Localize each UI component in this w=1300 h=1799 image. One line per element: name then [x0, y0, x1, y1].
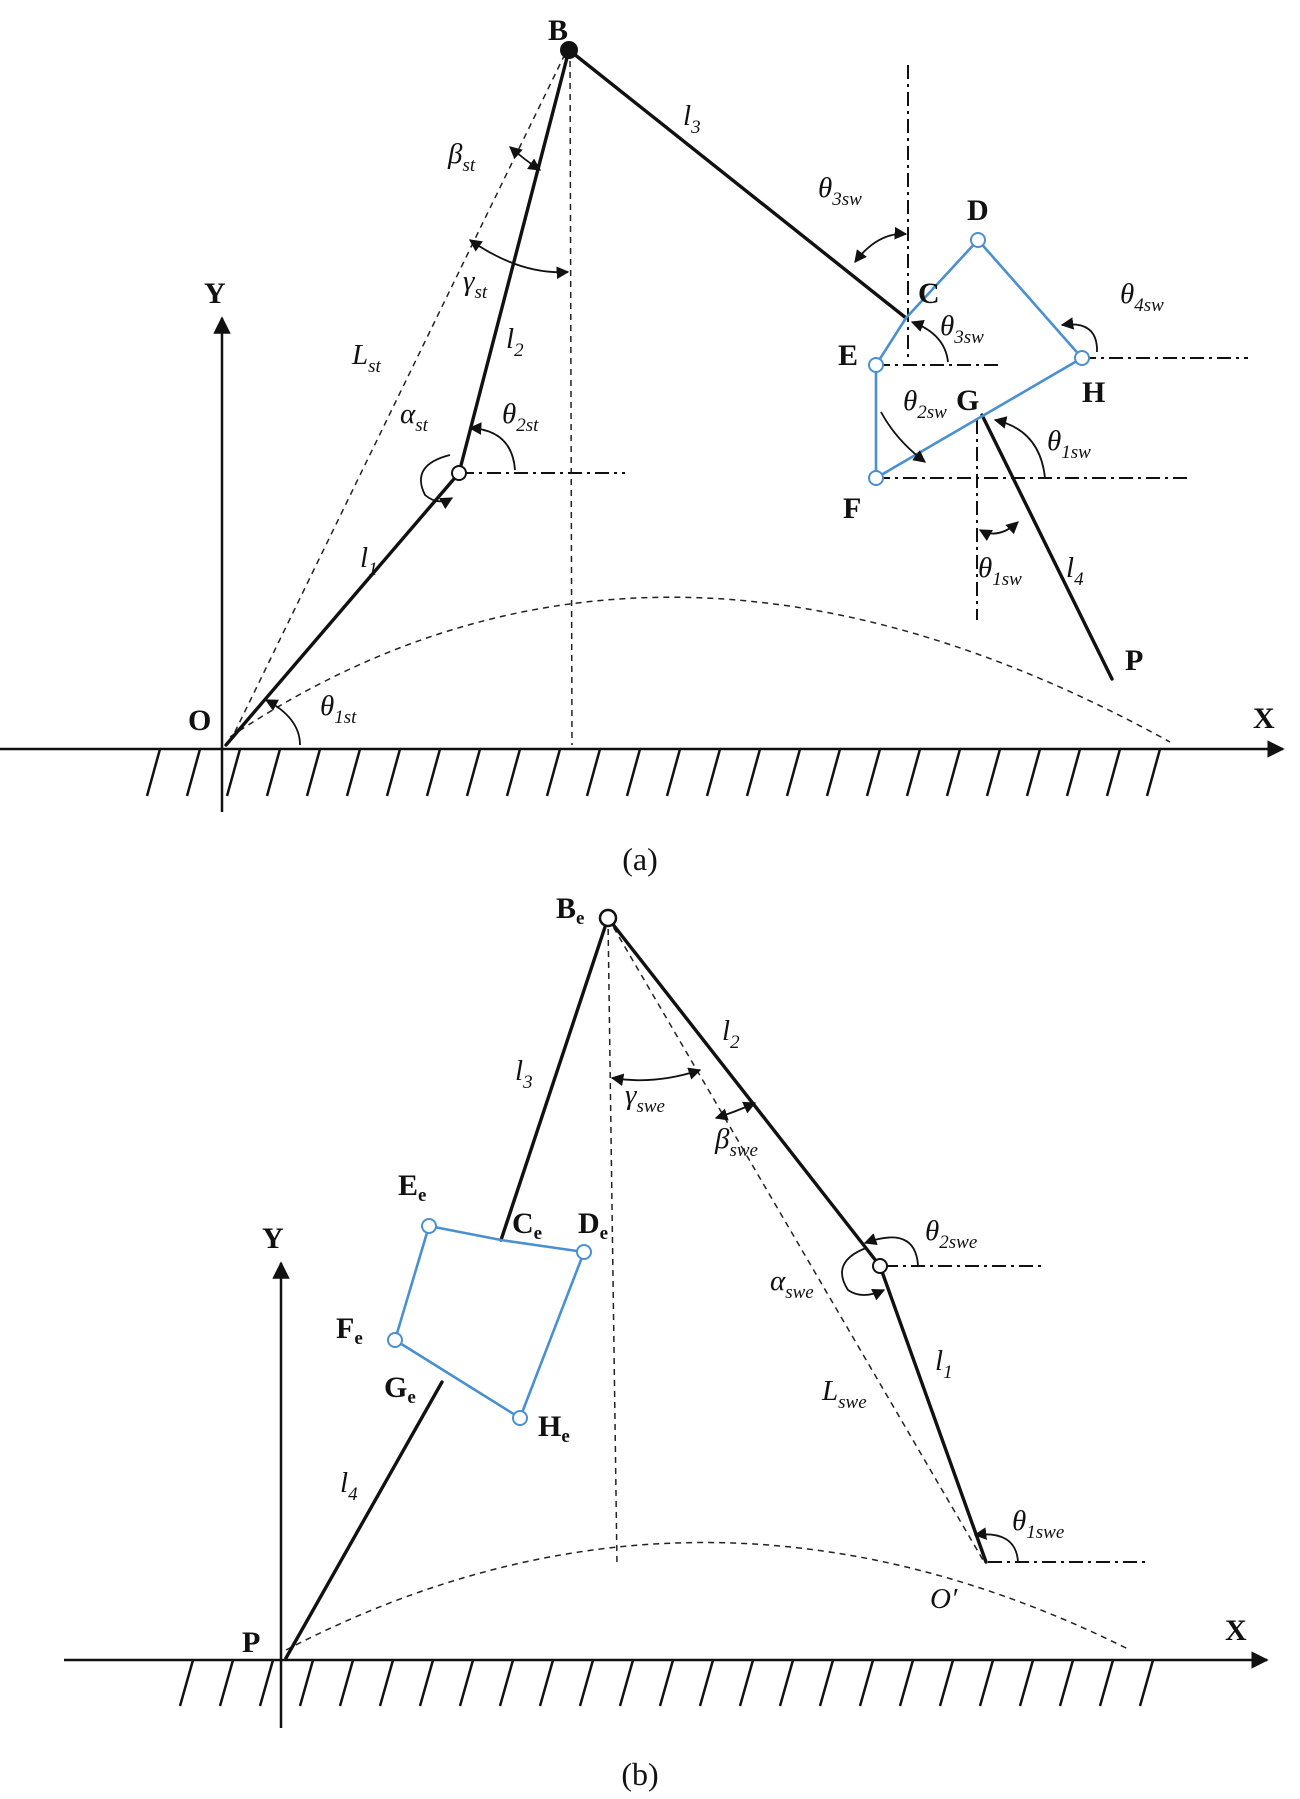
label-he: He: [538, 1410, 570, 1447]
link-l3-a: [567, 48, 908, 320]
joint-ee: [421, 1218, 437, 1234]
symbol-gamma-st: γst: [463, 265, 488, 303]
caption-a: (a): [622, 841, 658, 877]
symbol-theta-3sw-upper: θ3sw: [818, 172, 862, 210]
ground-hatching-a: [145, 748, 1162, 797]
label-b: B: [548, 14, 568, 47]
joint-knee-b: [872, 1258, 888, 1274]
symbol-beta-st: βst: [447, 138, 476, 176]
label-ce: Ce: [512, 1207, 542, 1244]
symbol-l4-a: l4: [1066, 552, 1084, 590]
symbol-theta-1swe: θ1swe: [1012, 1505, 1064, 1543]
label-x-a: X: [1253, 702, 1275, 735]
symbol-theta-3sw-lower: θ3sw: [940, 310, 984, 348]
label-o-prime: O′: [930, 1583, 958, 1615]
link-l2-b: [606, 916, 882, 1268]
symbol-lst: Lst: [351, 339, 382, 377]
joint-f: [868, 470, 884, 486]
ground-hatching-b: [178, 1659, 1155, 1707]
label-y-a: Y: [204, 277, 226, 310]
symbol-lswe: Lswe: [821, 1375, 867, 1413]
symbol-gamma-swe: γswe: [625, 1079, 665, 1117]
label-h: H: [1082, 376, 1105, 409]
label-ge: Ge: [384, 1371, 416, 1408]
symbol-l2-a: l2: [506, 323, 524, 361]
label-de: De: [578, 1207, 608, 1244]
link-l1-a: [224, 471, 461, 747]
vertical-reference-be: [607, 917, 618, 1566]
symbol-alpha-swe: αswe: [770, 1265, 814, 1303]
joint-be: [598, 908, 618, 928]
joint-de: [576, 1244, 592, 1260]
link-l4-a: [980, 413, 1114, 681]
foot-linkage-b: [393, 1224, 586, 1420]
label-ee: Ee: [398, 1169, 426, 1206]
symbol-l2-b: l2: [722, 1015, 740, 1053]
joint-he: [512, 1410, 528, 1426]
label-f: F: [843, 492, 861, 525]
symbol-theta-2sw: θ2sw: [903, 385, 947, 423]
label-g: G: [956, 384, 979, 417]
panel-b: Be Ce De Ee Fe Ge He P O′ X Y l2 l3 l4 l…: [64, 892, 1269, 1792]
joint-e: [868, 357, 884, 373]
link-l1-b: [878, 1264, 988, 1564]
symbol-beta-swe: βswe: [714, 1123, 758, 1161]
label-fe: Fe: [336, 1312, 363, 1349]
symbol-theta-2st: θ2st: [502, 398, 539, 436]
label-o: O: [188, 704, 211, 737]
label-d: D: [967, 194, 989, 227]
foot-trajectory-b: [285, 1541, 1131, 1651]
leg-length-line-lswe: [607, 917, 984, 1561]
label-be: Be: [556, 892, 584, 929]
foot-trajectory-a: [229, 596, 1171, 743]
symbol-theta-4sw: θ4sw: [1120, 278, 1164, 316]
symbol-theta-1sw-lower: θ1sw: [978, 552, 1022, 590]
joint-d: [970, 232, 986, 248]
symbol-l1-a: l1: [360, 542, 378, 580]
symbol-l3-a: l3: [683, 100, 701, 138]
caption-b: (b): [621, 1756, 658, 1792]
label-y-b: Y: [262, 1222, 284, 1255]
angle-arcs-b: [610, 1067, 1019, 1563]
vertical-reference-b: [569, 49, 573, 746]
link-l3-b: [499, 916, 610, 1242]
label-c: C: [918, 277, 940, 310]
panel-a: B C D E F G H O P X Y l1 l2 l3 l4 Lst βs…: [0, 14, 1285, 877]
symbol-alpha-st: αst: [400, 398, 429, 436]
symbol-l3-b: l3: [515, 1055, 533, 1093]
joint-b: [560, 41, 578, 59]
label-e: E: [838, 339, 858, 372]
symbol-l4-b: l4: [340, 1467, 358, 1505]
label-x-b: X: [1225, 1614, 1247, 1647]
joint-h: [1074, 350, 1090, 366]
symbol-l1-b: l1: [935, 1345, 953, 1383]
label-p-a: P: [1125, 644, 1143, 677]
symbol-theta-2swe: θ2swe: [925, 1215, 977, 1253]
symbol-theta-1sw-right: θ1sw: [1047, 425, 1091, 463]
foot-linkage-a: [874, 238, 1085, 481]
symbol-theta-1st: θ1st: [320, 690, 357, 728]
leg-length-line-lst: [229, 51, 567, 743]
link-l4-b: [284, 1380, 444, 1660]
joint-fe: [387, 1332, 403, 1348]
joint-knee: [451, 465, 467, 481]
angle-arcs-a: [264, 146, 1098, 746]
label-p-b: P: [242, 1626, 260, 1659]
